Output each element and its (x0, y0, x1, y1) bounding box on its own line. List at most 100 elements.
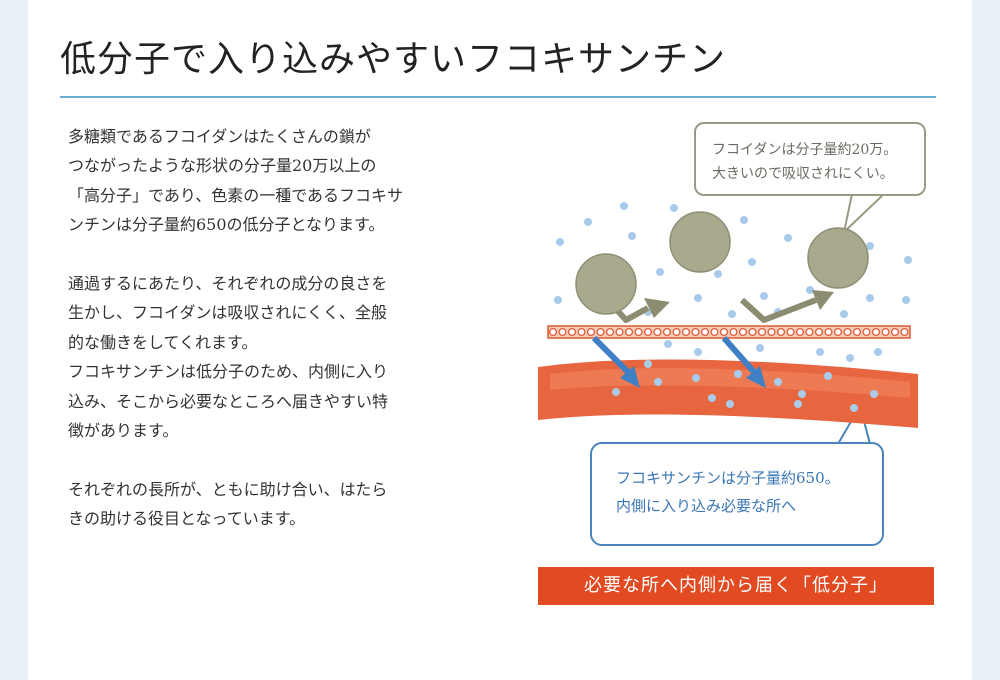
small-molecule (708, 394, 716, 402)
page-title: 低分子で入り込みやすいフコキサンチン (60, 39, 727, 80)
membrane-cell (653, 327, 662, 337)
small-molecule (824, 372, 832, 380)
grey-arrow-2 (739, 297, 818, 323)
low-molecule-callout: 必要な所へ内側から届く「低分子」 (538, 567, 934, 605)
fucoxanthin-bubble-line-2: 内側に入り込み必要な所へ (616, 497, 797, 515)
membrane-cell (824, 327, 833, 337)
membrane-cell (852, 327, 862, 337)
small-molecule (784, 234, 792, 242)
small-molecules (554, 202, 912, 412)
small-molecule (866, 242, 874, 250)
small-molecule (628, 232, 636, 240)
membrane-cell (900, 327, 909, 337)
small-molecule (664, 340, 672, 348)
paragraph-3: それぞれの長所が、ともに助け合い、はたら きの助ける役目となっています。 (68, 479, 388, 529)
membrane-cell (643, 327, 653, 337)
small-molecule (806, 286, 814, 294)
blue-arrow-1 (591, 335, 631, 375)
absorption-illustration: フコイダンは分子量約20万。 大きいので吸収されにくい。 フコキサンチンは分子量… (498, 112, 968, 612)
membrane-cell (729, 327, 738, 337)
small-molecule (670, 204, 678, 212)
membrane-cell (567, 327, 577, 337)
membrane-cell (615, 327, 624, 337)
small-molecule (620, 202, 628, 210)
small-molecule (694, 294, 702, 302)
small-molecule (866, 294, 874, 302)
membrane-cell (890, 327, 900, 337)
blue-arrow-2 (721, 336, 757, 374)
small-molecule (798, 390, 806, 398)
membrane-cell (786, 327, 795, 337)
content-panel: 低分子で入り込みやすいフコキサンチン 多糖類であるフコイダンはたくさんの鎖が つ… (28, 0, 972, 680)
membrane-cell (748, 327, 757, 337)
paragraph-1: 多糖類であるフコイダンはたくさんの鎖が つながったような形状の分子量20万以上の… (68, 127, 404, 235)
membrane-cell (672, 327, 681, 337)
membrane-cell (700, 327, 710, 337)
large-molecule-3 (807, 227, 869, 289)
fucoxanthin-bubble-line-1: フコキサンチンは分子量約650。 (616, 469, 840, 487)
membrane-cell (558, 327, 567, 337)
large-molecule-2 (669, 211, 731, 273)
small-molecule (654, 378, 662, 386)
fucoidan-speech-bubble: フコイダンは分子量約20万。 大きいので吸収されにくい。 (694, 122, 926, 196)
blood-vessel-highlight (550, 368, 910, 398)
small-molecule (850, 404, 858, 412)
body-text: 多糖類であるフコイダンはたくさんの鎖が つながったような形状の分子量20万以上の… (68, 122, 468, 534)
small-molecule (556, 238, 564, 246)
membrane-cell (843, 327, 852, 337)
small-molecule (774, 378, 782, 386)
illustration-svg (538, 193, 918, 445)
paragraph-2: 通過するにあたり、それぞれの成分の良さを 生かし、フコイダンは吸収されにくく、全… (68, 274, 389, 441)
small-molecule (644, 360, 652, 368)
small-molecule (846, 354, 854, 362)
small-molecule (840, 310, 848, 318)
small-molecule (902, 296, 910, 304)
membrane-cell (662, 327, 672, 337)
membrane-cell (596, 327, 605, 337)
membrane-cell (814, 327, 824, 337)
membrane-cell (776, 327, 786, 337)
membrane-cell (710, 327, 719, 337)
small-molecule (734, 370, 742, 378)
membrane-cell (634, 327, 643, 337)
small-molecule (612, 388, 620, 396)
fucoidan-bubble-line-1: フコイダンは分子量約20万。 (712, 142, 898, 158)
membrane-cell (871, 327, 881, 337)
small-molecule (692, 374, 700, 382)
membrane-cell (738, 327, 748, 337)
small-molecule (748, 258, 756, 266)
membrane-cells (548, 327, 909, 337)
membrane-cell (881, 327, 890, 337)
membrane-cell (586, 327, 596, 337)
grey-arrow-1-head (644, 298, 670, 318)
fucoidan-bubble-line-2: 大きいので吸収されにくい。 (712, 166, 894, 182)
small-molecule (740, 216, 748, 224)
small-molecule (714, 270, 722, 278)
small-molecule (874, 348, 882, 356)
membrane-cell (691, 327, 700, 337)
membrane-cell (577, 327, 586, 337)
small-molecule (584, 218, 592, 226)
membrane-cell (757, 327, 767, 337)
small-molecule (726, 400, 734, 408)
membrane-cell (548, 327, 558, 337)
membrane-cell (862, 327, 871, 337)
membrane-cell (624, 327, 634, 337)
large-molecule-1 (575, 253, 637, 315)
small-molecule (794, 400, 802, 408)
membrane-cell (805, 327, 814, 337)
small-molecule (870, 390, 878, 398)
membrane-cell (767, 327, 776, 337)
membrane-cell (681, 327, 691, 337)
grey-arrow-2-head (812, 290, 834, 310)
blue-arrow-2-head (746, 366, 766, 388)
blue-arrow-1-head (620, 366, 640, 388)
grey-bubble-tail (842, 193, 887, 235)
small-molecule (554, 296, 562, 304)
small-molecule (904, 256, 912, 264)
membrane-cell (833, 327, 843, 337)
small-molecule (656, 268, 664, 276)
membrane-cell (719, 327, 729, 337)
membrane-cell (795, 327, 805, 337)
small-molecule (760, 292, 768, 300)
